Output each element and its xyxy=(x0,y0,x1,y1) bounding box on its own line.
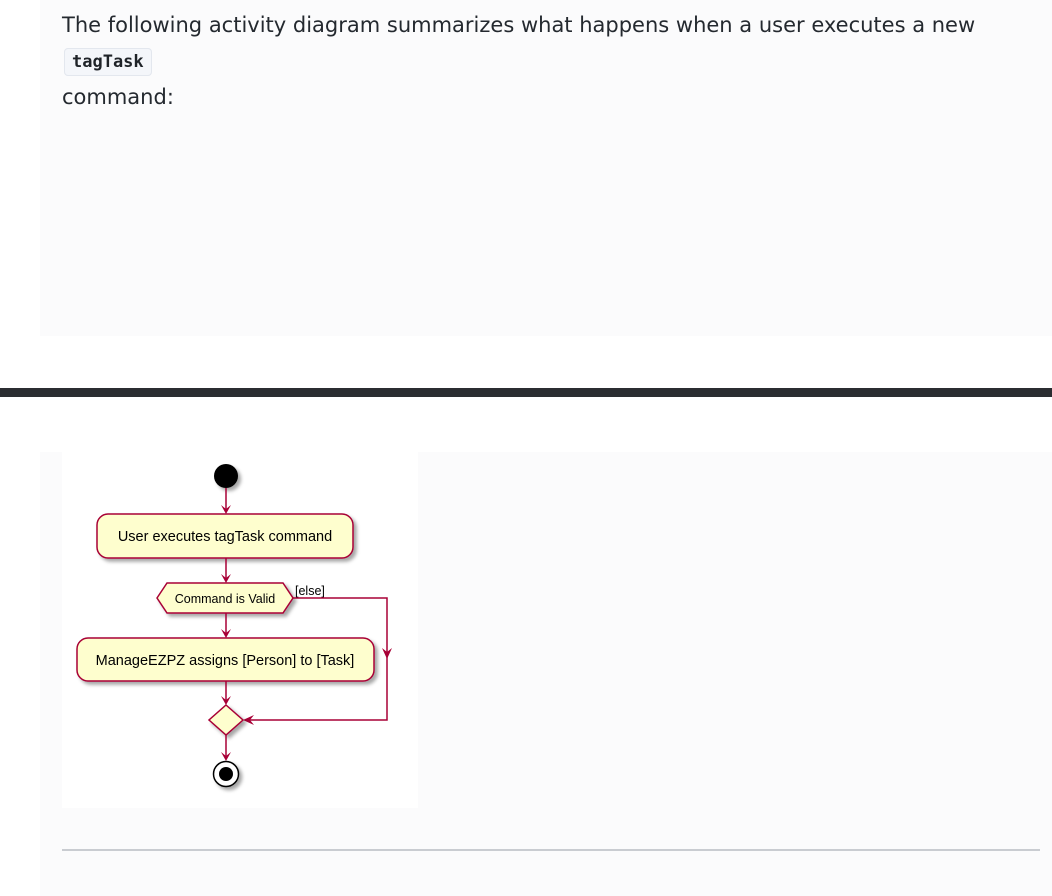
inline-code-tagtask: tagTask xyxy=(64,48,152,76)
merge-node xyxy=(207,703,245,737)
intro-text-after: command: xyxy=(62,85,174,109)
section-divider-bar xyxy=(0,388,1052,397)
activity-diagram: User executes tagTask command Command is… xyxy=(62,452,418,808)
arrowhead xyxy=(221,505,231,514)
action-assign-person-label: ManageEZPZ assigns [Person] to [Task] xyxy=(96,653,355,669)
arrowhead xyxy=(221,696,231,705)
intro-paragraph: The following activity diagram summarize… xyxy=(62,8,1042,115)
action-user-executes: User executes tagTask command xyxy=(96,513,354,559)
arrowhead xyxy=(221,752,231,761)
horizontal-rule xyxy=(62,849,1040,851)
arrowhead xyxy=(221,629,231,638)
content-panel-top xyxy=(40,0,1052,336)
arrowhead xyxy=(221,574,231,583)
else-guard-label: [else] xyxy=(295,584,325,598)
decision-command-valid-label: Command is Valid xyxy=(175,592,276,606)
decision-command-valid: Command is Valid xyxy=(156,582,294,614)
action-assign-person: ManageEZPZ assigns [Person] to [Task] xyxy=(76,637,375,682)
start-node xyxy=(214,464,238,488)
intro-text-before: The following activity diagram summarize… xyxy=(62,13,976,37)
activity-diagram-svg: User executes tagTask command Command is… xyxy=(76,464,392,788)
arrowhead xyxy=(243,715,254,725)
arrowhead xyxy=(382,648,392,659)
action-user-executes-label: User executes tagTask command xyxy=(118,529,332,545)
end-node xyxy=(212,760,240,788)
